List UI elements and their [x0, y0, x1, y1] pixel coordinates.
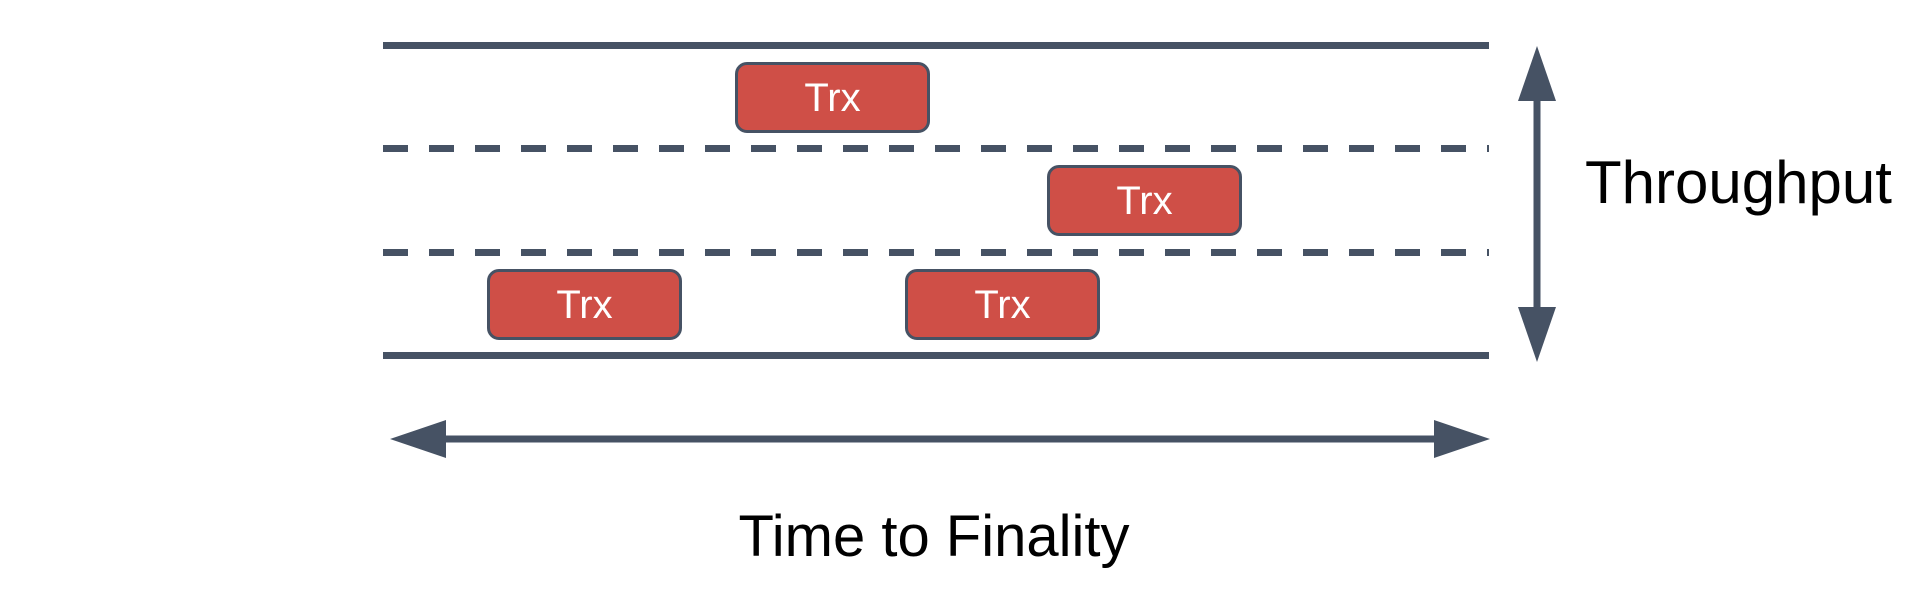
transaction-label: Trx: [556, 282, 613, 327]
transaction-box: Trx: [905, 269, 1100, 340]
time-axis-double-arrow-icon: [390, 420, 1490, 458]
lane-divider-line-1: [383, 145, 1489, 152]
lane-bottom-line: [383, 352, 1489, 359]
transaction-label: Trx: [974, 282, 1031, 327]
transaction-box: Trx: [487, 269, 682, 340]
time-to-finality-axis-label: Time to Finality: [738, 504, 1130, 569]
lane-divider-line-2: [383, 249, 1489, 256]
transaction-label: Trx: [804, 75, 861, 120]
throughput-double-arrow-icon: [1518, 46, 1556, 362]
throughput-axis-label: Throughput: [1585, 149, 1892, 216]
transaction-label: Trx: [1116, 178, 1173, 223]
transaction-box: Trx: [1047, 165, 1242, 236]
lane-top-line: [383, 42, 1489, 49]
transaction-box: Trx: [735, 62, 930, 133]
